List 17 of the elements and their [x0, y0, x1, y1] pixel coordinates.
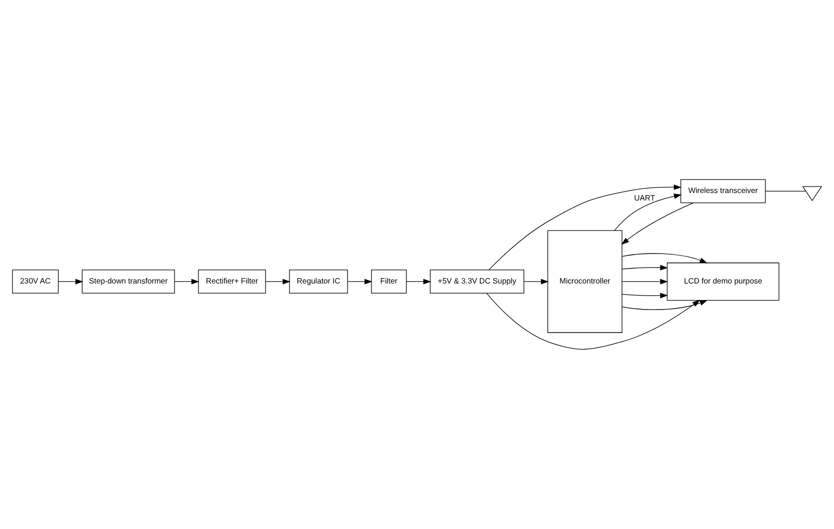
arrow: [174, 278, 200, 284]
arrow: [622, 300, 708, 310]
arrow: [622, 264, 668, 270]
arrow: [488, 184, 682, 270]
arrow: [621, 202, 694, 245]
arrow: [524, 278, 549, 284]
arrow: [406, 278, 432, 284]
arrow: [614, 194, 682, 231]
connector: [765, 190, 806, 192]
arrow: [486, 293, 700, 350]
arrow: [622, 292, 668, 298]
arrow: [622, 278, 668, 284]
arrow: [58, 278, 84, 284]
node-antenna: [802, 186, 822, 202]
arrow: [265, 278, 290, 284]
arrow: [622, 253, 708, 264]
arrow: [347, 278, 372, 284]
